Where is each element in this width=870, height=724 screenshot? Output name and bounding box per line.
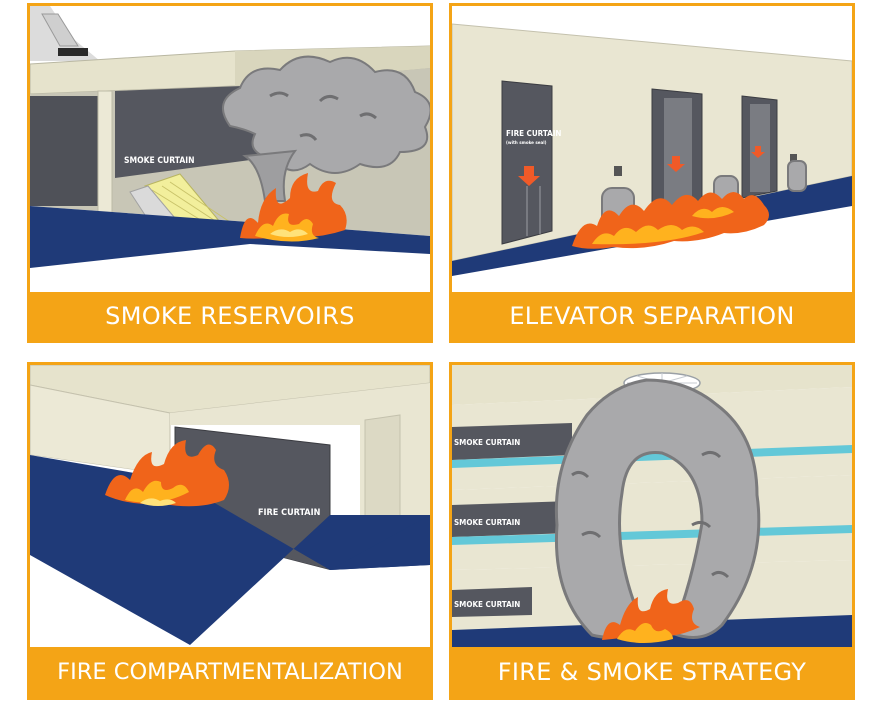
fire-curtain-sign: FIRE CURTAIN <box>258 508 321 518</box>
smoke-curtain-sign-upper: SMOKE CURTAIN <box>454 438 520 447</box>
smoke-reservoirs-illustration: SMOKE CURTAIN <box>30 6 430 291</box>
smoke-curtain-sign-lower: SMOKE CURTAIN <box>454 600 520 609</box>
panel-elevator-separation: FIRE CURTAIN (with smoke seal) ELEVATOR … <box>449 3 855 343</box>
panel-fire-compartmentalization: FIRE CURTAIN FIRE COMPARTMENTALIZATION <box>27 362 433 700</box>
panel-caption: FIRE COMPARTMENTALIZATION <box>30 647 430 697</box>
panel-fire-smoke-strategy: SMOKE CURTAIN SMOKE CURTAIN SMOKE CURTAI… <box>449 362 855 700</box>
panel-caption: ELEVATOR SEPARATION <box>452 292 852 340</box>
fire-curtain-sign: FIRE CURTAIN <box>506 129 561 138</box>
fire-curtain-subsign: (with smoke seal) <box>506 140 547 146</box>
fire-compartmentalization-illustration: FIRE CURTAIN <box>30 365 430 650</box>
panel-smoke-reservoirs: SMOKE CURTAIN SMOKE RESERVOIRS <box>27 3 433 343</box>
elevator-separation-illustration: FIRE CURTAIN (with smoke seal) <box>452 6 852 291</box>
smoke-curtain-sign-middle: SMOKE CURTAIN <box>454 518 520 527</box>
smoke-curtain-sign: SMOKE CURTAIN <box>124 156 194 166</box>
fire-smoke-strategy-illustration: SMOKE CURTAIN SMOKE CURTAIN SMOKE CURTAI… <box>452 365 852 650</box>
panel-caption: FIRE & SMOKE STRATEGY <box>452 647 852 697</box>
panel-caption: SMOKE RESERVOIRS <box>30 292 430 340</box>
